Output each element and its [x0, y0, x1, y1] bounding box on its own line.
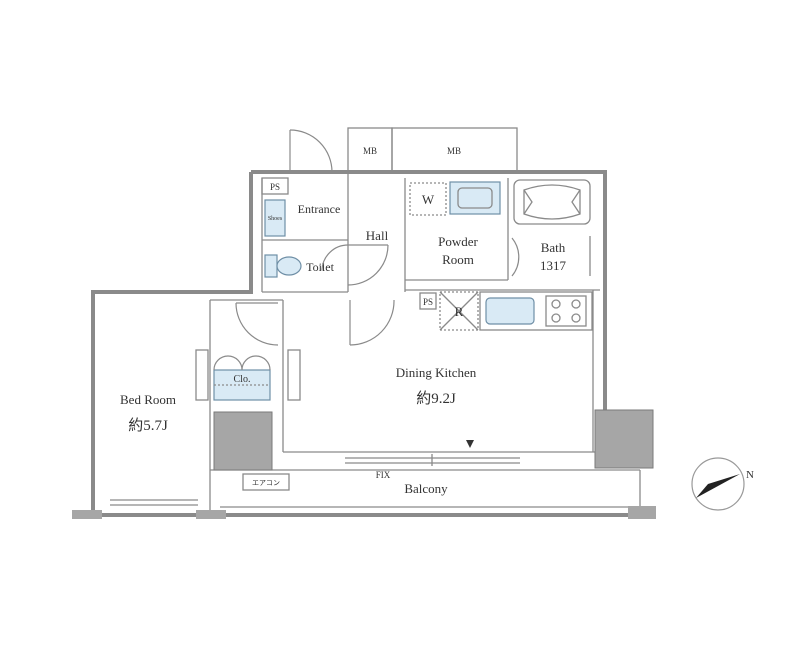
aircon-label: エアコン: [252, 479, 280, 487]
pillar-right: [594, 409, 654, 469]
toilet-door: [321, 244, 349, 271]
inner-walls: [209, 172, 600, 510]
north-compass-icon: N: [691, 457, 754, 511]
kitchen-counter: [479, 291, 593, 331]
hall-door: [347, 244, 389, 286]
powder-room-label-2: Room: [442, 252, 474, 267]
meter-box-right: MB: [391, 127, 518, 173]
bedroom-name: Bed Room: [120, 392, 176, 407]
entrance-label: Entrance: [298, 202, 341, 216]
wall-ticks: [72, 506, 656, 519]
closet-label: Clo.: [234, 374, 251, 385]
stove-icon: [551, 299, 581, 323]
washer-space: W: [409, 182, 447, 216]
shoes-label: Shoes: [268, 216, 283, 222]
vanity-sink: [449, 181, 501, 215]
ps-top-label: PS: [270, 182, 280, 192]
fridge-label: R: [455, 304, 464, 319]
entrance-door: [289, 129, 333, 173]
toilet-fixture: [264, 254, 302, 278]
dining-kitchen-name: Dining Kitchen: [396, 365, 477, 380]
toilet-label: Toilet: [306, 260, 334, 274]
ps-kitchen-label: PS: [423, 297, 433, 307]
bedroom-door: [235, 302, 279, 346]
bedroom-window: [110, 499, 198, 506]
pipe-space-top: PS: [261, 177, 289, 195]
balcony-label: Balcony: [404, 481, 448, 496]
meter-box-left: MB: [347, 127, 393, 173]
fix-label: FIX: [376, 470, 391, 480]
shoe-cabinet: Shoes: [264, 199, 286, 237]
pipe-space-kitchen: PS: [419, 292, 437, 310]
bath-door: [511, 236, 591, 277]
bath-label: Bath: [541, 240, 566, 255]
hall-label: Hall: [366, 228, 389, 243]
north-label: N: [746, 469, 754, 481]
refrigerator-space: R: [439, 291, 479, 331]
dining-window: [345, 454, 520, 466]
bathtub: [513, 179, 591, 225]
bedroom-area: 約5.7J: [128, 417, 168, 434]
aircon-unit: エアコン: [242, 473, 290, 491]
window-marker-icon: [466, 440, 474, 448]
mb-right-label: MB: [447, 146, 461, 156]
dining-door: [349, 299, 395, 346]
powder-room-label-1: Powder: [438, 234, 478, 249]
bath-size-label: 1317: [540, 258, 567, 273]
dining-kitchen-area: 約9.2J: [416, 390, 456, 407]
washer-label: W: [422, 192, 435, 207]
pillar-left: [213, 411, 273, 471]
closet: Clo.: [195, 349, 301, 401]
mb-left-label: MB: [363, 146, 377, 156]
